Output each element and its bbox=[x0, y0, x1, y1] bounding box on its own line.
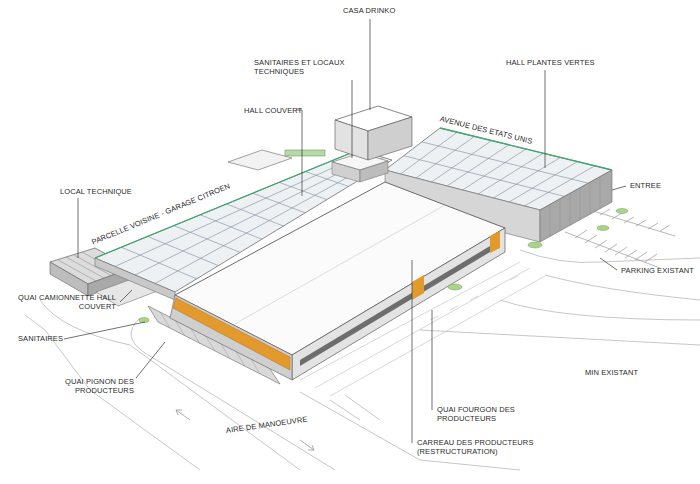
callout-label: QUAI FOURGON DES PRODUCTEURS bbox=[437, 405, 517, 423]
callout-label: SANITAIRES bbox=[18, 334, 63, 343]
callout-label: HALL PLANTES VERTES bbox=[506, 58, 595, 67]
callout-label: QUAI CAMIONNETTE HALL COUVERT bbox=[14, 293, 116, 311]
callout-label: ENTREE bbox=[630, 181, 661, 190]
callout-label: CASA DRINKO bbox=[343, 6, 395, 15]
callout-label: MIN EXISTANT bbox=[585, 368, 638, 377]
callout-label: SANITAIRES ET LOCAUX TECHNIQUES bbox=[254, 58, 350, 76]
callout-label: LOCAL TECHNIQUE bbox=[60, 187, 132, 196]
callout-label: AIRE DE MANOEUVRE bbox=[225, 415, 308, 435]
callout-label: QUAI PIGNON DES PRODUCTEURS bbox=[52, 377, 134, 395]
callout-label: CARREAU DES PRODUCTEURS (RESTRUCTURATION… bbox=[417, 438, 535, 456]
callout-label: HALL COUVERT bbox=[244, 106, 302, 115]
callout-label: PARKING EXISTANT bbox=[621, 266, 694, 275]
